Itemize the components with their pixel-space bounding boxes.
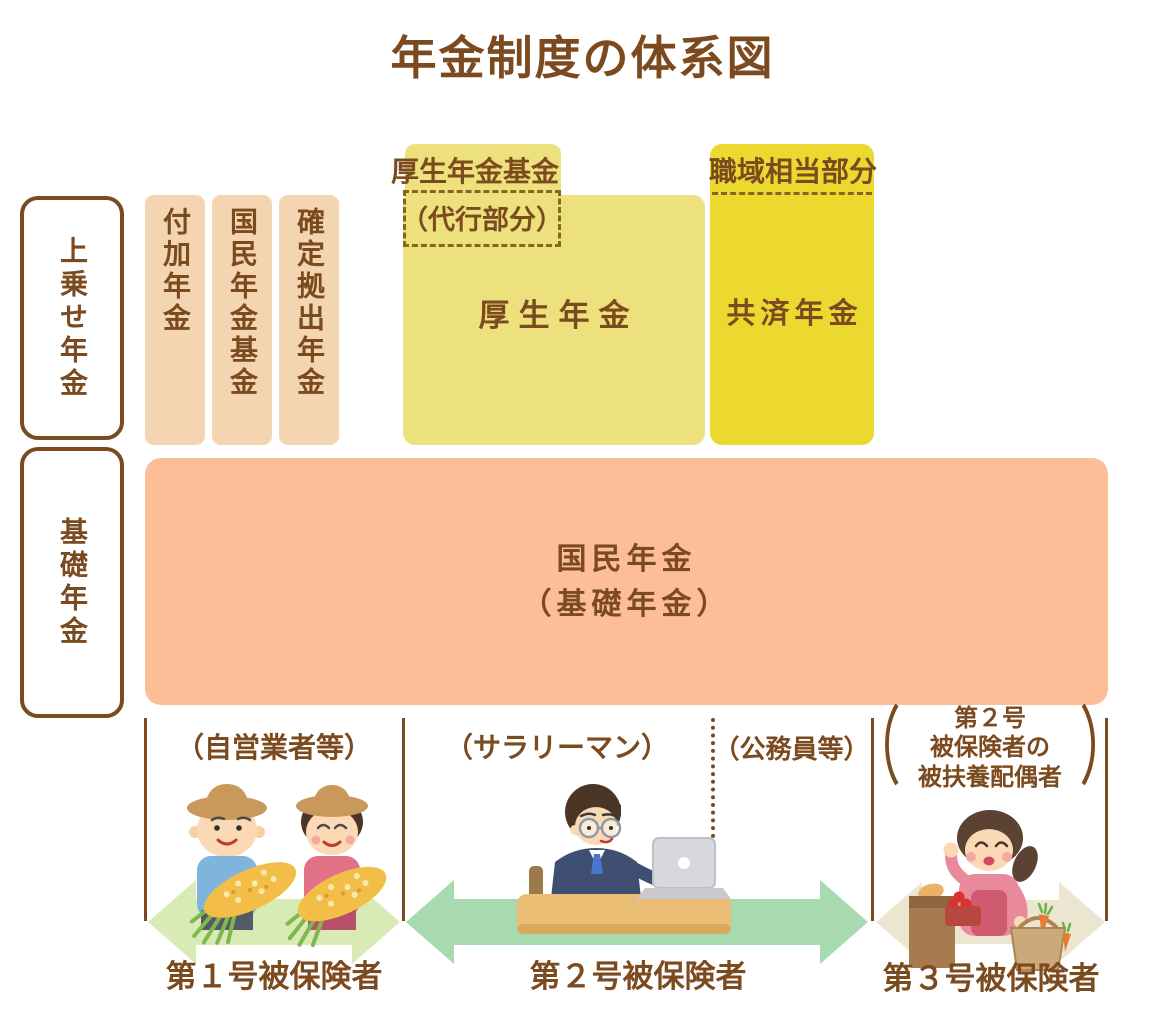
kokumin-nenkin-line1: 国民年金 bbox=[556, 541, 697, 577]
dependent-spouse-line2: 被保険者の bbox=[930, 733, 1050, 762]
category-public-servant: （公務員等） bbox=[713, 735, 870, 765]
daiko-portion-label: （代行部分） bbox=[401, 205, 563, 236]
farmers-couple-illustration bbox=[187, 784, 387, 948]
box-kokumin-nenkin: 国民年金 （基礎年金） bbox=[145, 458, 1108, 705]
box-kosei-nenkin bbox=[403, 195, 705, 445]
insured-class3-label: 第３号被保険者 bbox=[882, 961, 1100, 997]
divider-dotted-line bbox=[711, 718, 715, 838]
tier-label-base-text: 基礎年金 bbox=[56, 516, 89, 649]
page-title: 年金制度の体系図 bbox=[390, 31, 775, 85]
tier-label-topup-text: 上乗せ年金 bbox=[56, 235, 89, 401]
dependent-spouse-lines: 第２号 被保険者の 被扶養配偶者 bbox=[918, 704, 1062, 792]
box-kakutei-kyoshutsu-nenkin: 確定拠出年金 bbox=[279, 195, 339, 445]
big-paren-open: （ bbox=[849, 697, 901, 798]
kosei-nenkin-kikin-label: 厚生年金基金 bbox=[391, 155, 560, 188]
box-fuka-nenkin: 付加年金 bbox=[145, 195, 205, 445]
category-self-employed: （自営業者等） bbox=[175, 731, 372, 764]
shokuiki-dashed-divider bbox=[712, 192, 872, 195]
shokuiki-portion-label: 職域相当部分 bbox=[708, 155, 877, 188]
box-fuka-nenkin-label: 付加年金 bbox=[159, 207, 192, 335]
category-salaryman: （サラリーマン） bbox=[444, 731, 669, 764]
category-dependent-spouse: （ 第２号 被保険者の 被扶養配偶者 ） bbox=[849, 704, 1131, 792]
salaryman-at-desk-illustration bbox=[517, 784, 731, 934]
insured-class1-label: 第１号被保険者 bbox=[165, 959, 383, 995]
kokumin-nenkin-line2: （基礎年金） bbox=[521, 586, 732, 622]
insured-class2-label: 第２号被保険者 bbox=[529, 959, 747, 995]
daiko-portion-dashed-box: （代行部分） bbox=[401, 190, 563, 247]
big-paren-close: ） bbox=[1079, 697, 1131, 798]
dependent-spouse-line1: 第２号 bbox=[954, 704, 1026, 732]
divider-line-3 bbox=[871, 718, 874, 921]
tier-label-basic-pension: 基礎年金 bbox=[20, 447, 124, 718]
box-kakutei-kyoshutsu-nenkin-label: 確定拠出年金 bbox=[293, 207, 326, 399]
divider-line-1 bbox=[144, 718, 147, 921]
tier-label-topup-pension: 上乗せ年金 bbox=[20, 196, 124, 440]
kosei-nenkin-label: 厚生年金 bbox=[478, 298, 639, 334]
box-kosei-nenkin-kikin-tab bbox=[405, 144, 561, 198]
divider-line-4 bbox=[1105, 718, 1108, 921]
box-kokumin-nenkin-kikin-label: 国民年金基金 bbox=[226, 207, 259, 399]
box-kokumin-nenkin-kikin: 国民年金基金 bbox=[212, 195, 272, 445]
divider-line-2 bbox=[402, 718, 405, 921]
kyosai-nenkin-label: 共済年金 bbox=[726, 296, 863, 330]
dependent-spouse-line3: 被扶養配偶者 bbox=[918, 762, 1062, 791]
housewife-groceries-illustration bbox=[909, 810, 1072, 971]
